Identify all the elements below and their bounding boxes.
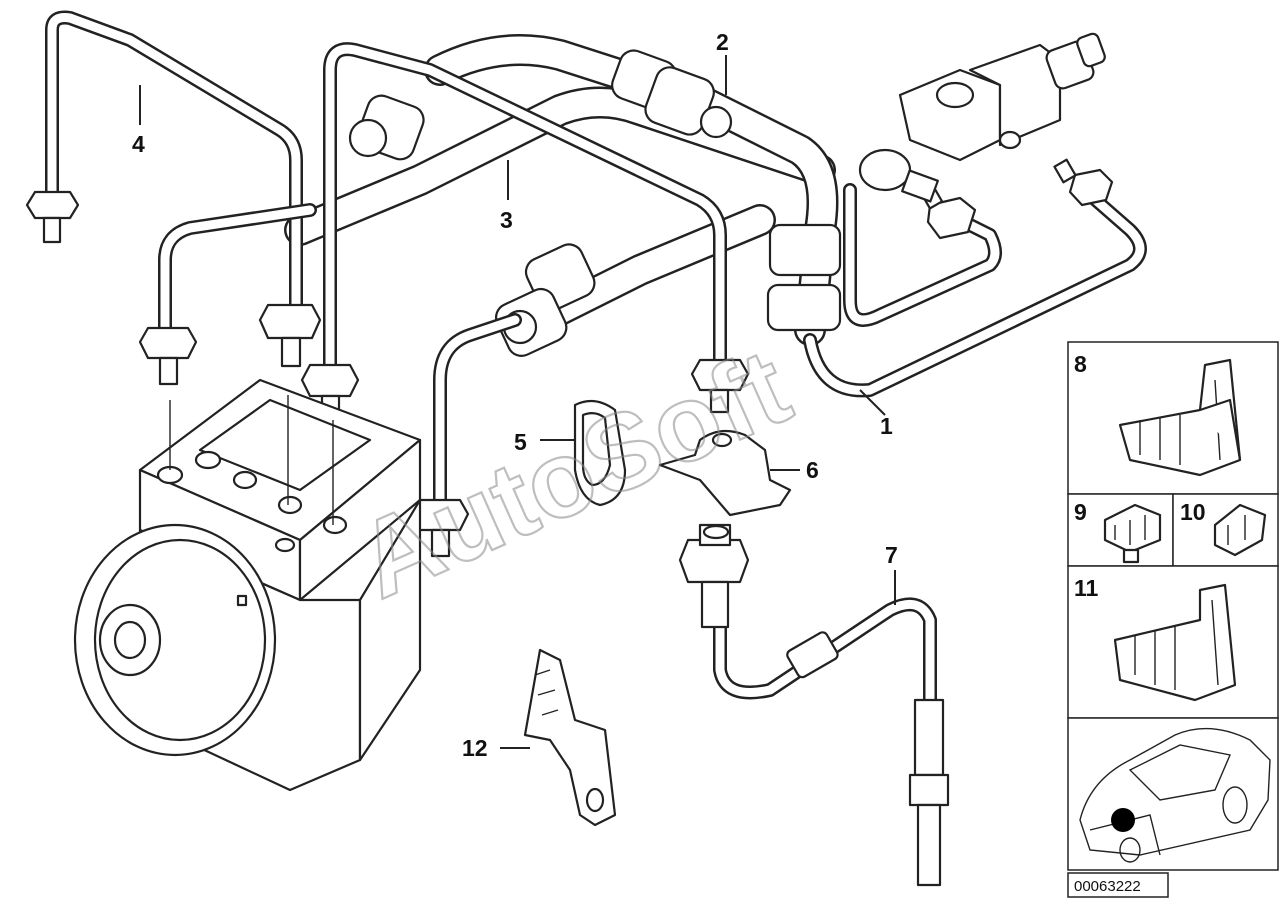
- brake-pipe-4: [25, 10, 322, 368]
- pipe-clip-5: [573, 399, 627, 507]
- label-10: 10: [1180, 499, 1206, 525]
- label-8: 8: [1074, 351, 1087, 377]
- inset-box-car: [1067, 717, 1279, 871]
- label-5: 5: [514, 429, 527, 455]
- label-9: 9: [1074, 499, 1087, 525]
- label-12: 12: [462, 735, 488, 761]
- brake-pipe-left: [138, 203, 317, 386]
- pipe-clip-9: [1103, 503, 1162, 564]
- label-7: 7: [885, 542, 898, 568]
- leader-lines: [139, 55, 896, 749]
- brake-hose-7: [678, 523, 950, 887]
- pipe-clip-10: [1213, 503, 1267, 557]
- bracket-12: [523, 648, 617, 827]
- label-4: 4: [132, 131, 145, 157]
- reference-number: 00063222: [1067, 872, 1169, 898]
- main-hose-assembly: [284, 34, 842, 357]
- bracket-6: [658, 429, 792, 517]
- car-location-marker: [1079, 727, 1271, 863]
- pipe-clip-11: [1113, 583, 1237, 702]
- label-3: 3: [500, 207, 513, 233]
- label-1: 1: [880, 413, 893, 439]
- pipe-clip-8: [1118, 358, 1242, 477]
- location-dot: [1111, 808, 1135, 832]
- label-11: 11: [1074, 575, 1099, 601]
- brake-pipe-1: [803, 158, 1147, 398]
- part-number-labels: 1 2 3 4 5 6 7 12: [132, 29, 898, 761]
- label-6: 6: [806, 457, 819, 483]
- label-2: 2: [716, 29, 729, 55]
- inset-panel: 8 9 10 11: [1067, 341, 1279, 871]
- reference-number-text: 00063222: [1074, 878, 1141, 895]
- master-cylinder-connector: [858, 32, 1106, 203]
- brake-pipe-abs-right: [410, 313, 522, 558]
- abs-hydraulic-unit: [73, 378, 422, 792]
